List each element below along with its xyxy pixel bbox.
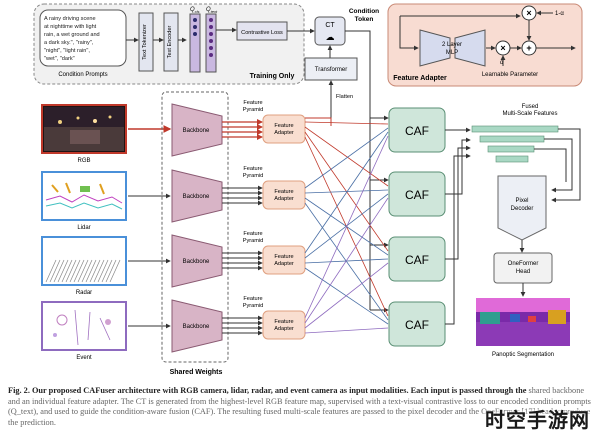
backbone-block: Backbone	[171, 299, 223, 353]
text-encoder-label: Text Encoder	[167, 26, 173, 59]
adapter-to-caf-links	[304, 121, 389, 334]
shared-weights-label: Shared Weights	[170, 369, 223, 376]
svg-text:rain, a wet ground and: rain, a wet ground and	[44, 32, 100, 38]
svg-text:×: ×	[526, 8, 531, 18]
lidar-input-image	[41, 171, 127, 221]
rgb-input-image	[41, 104, 127, 154]
text-tokenizer-label: Text Tokenizer	[142, 24, 148, 60]
oneformer-head-block	[493, 252, 553, 284]
svg-text:Backbone: Backbone	[183, 259, 210, 265]
rgb-label: RGB	[77, 158, 90, 164]
svg-text:CAF: CAF	[405, 124, 429, 138]
svg-text:Backbone: Backbone	[183, 128, 210, 134]
svg-text:+: +	[526, 43, 531, 53]
condition-prompts-label: Condition Prompts	[58, 72, 107, 78]
radar-label: Radar	[76, 290, 92, 296]
radar-input-image	[41, 236, 127, 286]
ct-label: CT	[325, 22, 335, 29]
fused-feature-bars	[471, 125, 559, 163]
token-dots	[193, 18, 213, 57]
event-label: Event	[76, 355, 92, 361]
condition-prompt-box	[39, 9, 127, 67]
svg-text:"night", "light rain",: "night", "light rain",	[44, 48, 90, 54]
flatten-label: Flatten	[336, 94, 353, 100]
q-cls-label: Qcls	[190, 7, 200, 14]
architecture-figure: A rainy driving scene at nighttime with …	[33, 3, 583, 376]
shared-weights-panel	[161, 91, 229, 363]
caf-block: CAF	[388, 107, 446, 153]
svg-text:CAF: CAF	[405, 253, 429, 267]
svg-text:CAF: CAF	[405, 318, 429, 332]
panoptic-output-image	[476, 298, 570, 346]
condition-prompt-text: A rainy driving scene at nighttime with …	[44, 16, 100, 62]
flatten-link	[305, 117, 332, 126]
one-minus-alpha-label: 1-α	[555, 11, 564, 17]
feature-adapter-title: Feature Adapter	[393, 75, 447, 82]
pixel-decoder-block	[497, 175, 547, 241]
text-encoder-block	[163, 12, 179, 72]
svg-text:Backbone: Backbone	[183, 324, 210, 330]
backbone-block: Backbone	[171, 103, 223, 157]
lidar-label: Lidar	[77, 225, 90, 231]
fused-to-decoder-links	[534, 128, 581, 203]
q-text-label: Qtext	[206, 7, 218, 14]
caption-lead: Fig. 2. Our proposed CAFuser architectur…	[8, 386, 527, 395]
svg-text:A rainy driving scene: A rainy driving scene	[44, 16, 96, 22]
svg-text:a dark sky.", "rainy",: a dark sky.", "rainy",	[44, 40, 94, 46]
svg-text:"wet", "dark": "wet", "dark"	[44, 56, 75, 62]
caf-block: CAF	[388, 301, 446, 347]
figure-caption: Fig. 2. Our proposed CAFuser architectur…	[8, 386, 592, 428]
svg-text:Backbone: Backbone	[183, 194, 210, 200]
contrastive-loss-label: Contrastive Loss	[241, 30, 283, 36]
mlp-trapezoid-2	[454, 29, 486, 67]
backbone-block: Backbone	[171, 234, 223, 288]
svg-text:×: ×	[500, 43, 505, 53]
text-tokenizer-block	[138, 12, 154, 72]
caption-rest: shared backbone and an individual featur…	[8, 386, 591, 427]
caf-output-links	[445, 127, 471, 325]
adapter-mlp-input	[399, 16, 419, 51]
condition-token-links	[345, 30, 389, 313]
site-watermark: 时空手游网	[485, 408, 590, 432]
backbone-block: Backbone	[171, 169, 223, 223]
learnable-parameter-label: Learnable Parameter	[482, 72, 538, 78]
panoptic-label: Panoptic Segmentation	[492, 352, 554, 358]
caf-block: CAF	[388, 171, 446, 217]
cloud-rain-icon: ☁	[326, 32, 335, 42]
event-input-image	[41, 301, 127, 351]
caf-block: CAF	[388, 236, 446, 282]
training-only-label: Training Only	[250, 73, 295, 80]
svg-text:at nighttime with light: at nighttime with light	[44, 24, 97, 30]
transformer-label: Transformer	[315, 67, 347, 73]
alpha-label: α	[500, 60, 504, 66]
svg-text:CAF: CAF	[405, 188, 429, 202]
transformer-box	[304, 57, 358, 81]
mlp-trapezoid	[419, 29, 451, 67]
